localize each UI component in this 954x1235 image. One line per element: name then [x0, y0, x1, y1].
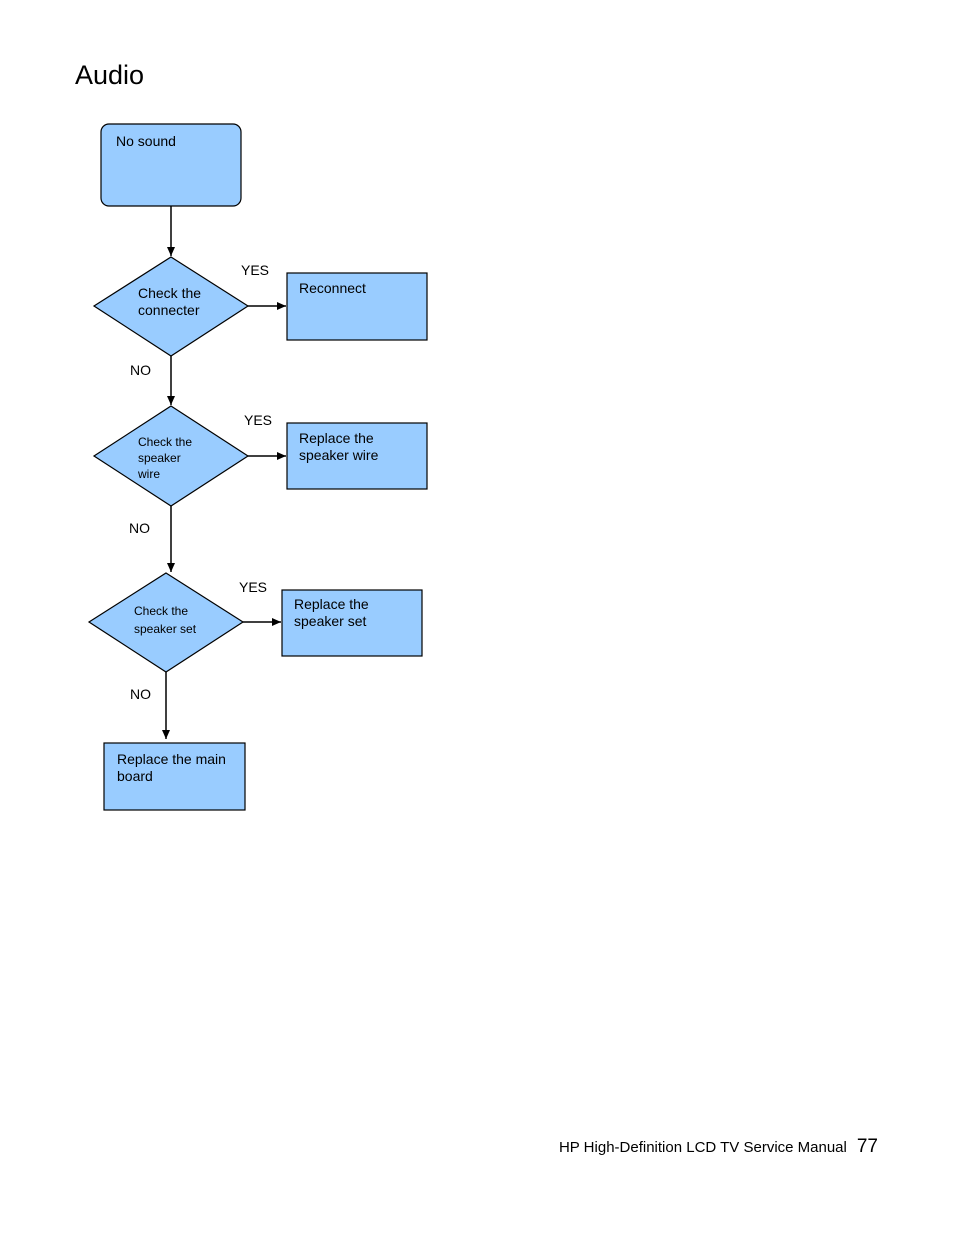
- footer-manual-title: HP High-Definition LCD TV Service Manual: [558, 1139, 847, 1156]
- yes-label-speaker-wire: YES: [244, 412, 273, 428]
- action-replace-speaker-wire: [286, 422, 428, 490]
- action-replace-speaker-set-line2: speaker set: [294, 613, 367, 629]
- action-reconnect: [286, 272, 428, 341]
- action-replace-speaker-set: [281, 589, 423, 657]
- decision-speaker-set-line1: Check the: [134, 604, 189, 618]
- decision-speaker-set-label: Check the speaker set: [134, 602, 196, 638]
- no-label-speaker-wire: NO: [129, 520, 150, 536]
- action-replace-speaker-wire-line2: speaker wire: [299, 447, 379, 463]
- page-title: Audio: [75, 60, 145, 90]
- yes-label-connecter: YES: [241, 262, 270, 278]
- footer-page-number: 77: [856, 1136, 878, 1157]
- final-line1: Replace the main: [117, 751, 226, 767]
- decision-speaker-wire-line2: speaker: [138, 451, 181, 465]
- start-label: No sound: [116, 133, 176, 149]
- decision-connecter-line1: Check the: [138, 285, 202, 301]
- decision-speaker-wire-line3: wire: [138, 467, 161, 481]
- yes-label-speaker-set: YES: [239, 579, 268, 595]
- no-label-connecter: NO: [130, 362, 151, 378]
- decision-speaker-wire-label: Check the speaker wire: [138, 434, 192, 482]
- action-replace-speaker-wire-line1: Replace the: [299, 430, 374, 446]
- action-replace-speaker-set-line1: Replace the: [294, 596, 369, 612]
- action-reconnect-label: Reconnect: [299, 280, 366, 296]
- final-line2: board: [117, 768, 153, 784]
- final-replace-main-board-label: Replace the main board: [117, 751, 226, 785]
- final-replace-main-board: [103, 742, 246, 811]
- action-replace-speaker-wire-label: Replace the speaker wire: [299, 430, 378, 464]
- decision-speaker-set-line2: speaker set: [134, 622, 197, 636]
- decision-speaker-wire-line1: Check the: [138, 435, 193, 449]
- no-label-speaker-set: NO: [130, 686, 151, 702]
- decision-connecter-label: Check the connecter: [138, 285, 201, 319]
- decision-connecter-line2: connecter: [138, 302, 200, 318]
- page-footer: HP High-Definition LCD TV Service Manual…: [559, 1136, 878, 1158]
- action-replace-speaker-set-label: Replace the speaker set: [294, 596, 369, 630]
